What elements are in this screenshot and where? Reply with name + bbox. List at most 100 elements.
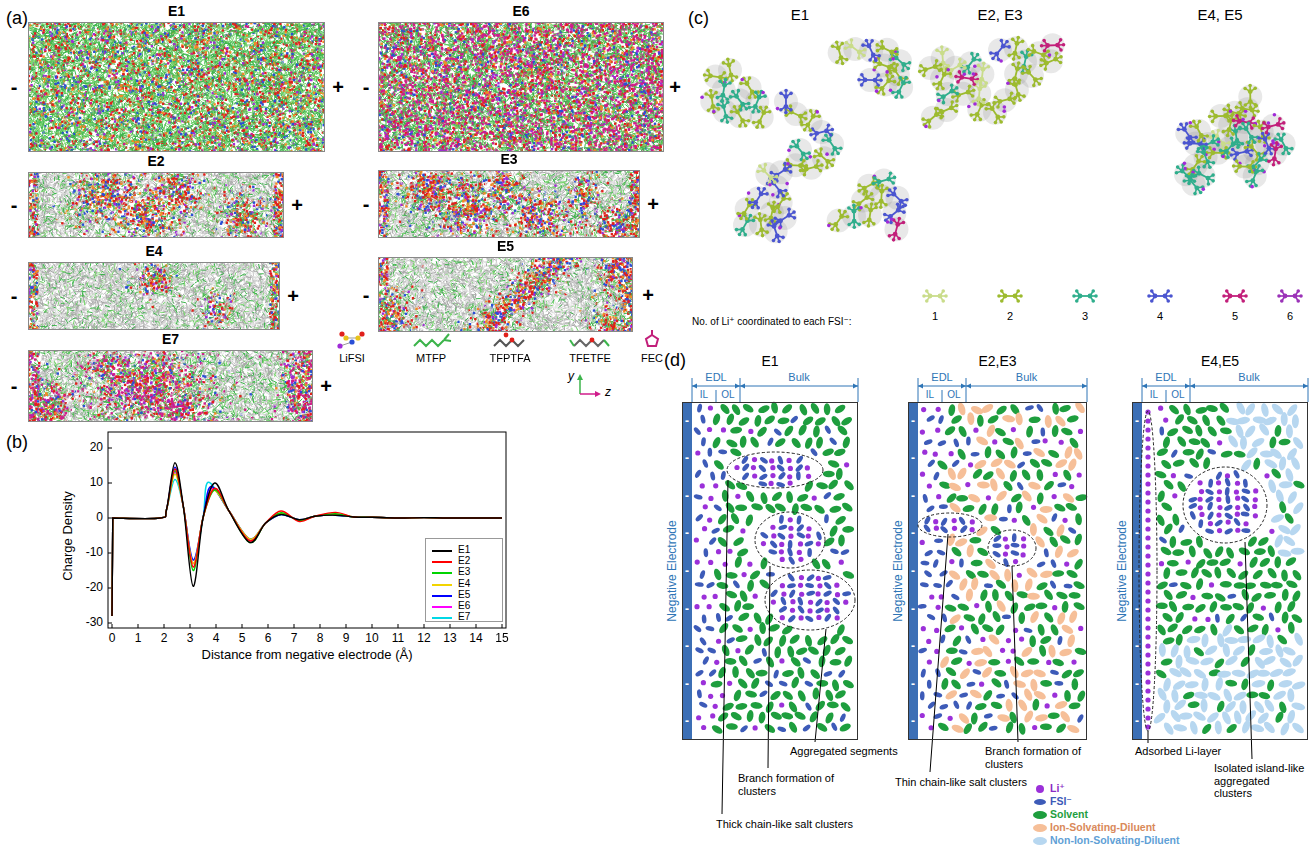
atom: [1007, 54, 1011, 58]
atom: [862, 186, 867, 191]
atom: [982, 101, 986, 105]
atom: [1267, 146, 1272, 151]
atom: [941, 87, 945, 91]
atom: [1230, 136, 1234, 140]
atom: [1251, 116, 1255, 120]
li-ion: [844, 462, 849, 467]
atom: [1012, 101, 1016, 105]
green-particle: [780, 402, 793, 415]
atom: [1235, 114, 1239, 118]
atom: [768, 175, 773, 180]
green-particle: [812, 425, 820, 438]
atom: [758, 212, 762, 216]
atom: [763, 214, 767, 218]
green-particle: [773, 436, 787, 448]
atom: [841, 42, 845, 46]
atom: [722, 61, 726, 65]
atom: [868, 58, 872, 62]
li-ion: [935, 75, 939, 79]
green-particle: [750, 502, 763, 512]
green-particle: [829, 505, 842, 514]
atom: [1250, 126, 1254, 130]
li-ion: [924, 125, 928, 129]
atom: [1014, 96, 1018, 100]
atom: [787, 213, 792, 218]
atom: [753, 104, 758, 109]
atom: [940, 51, 945, 56]
atom: [893, 68, 898, 73]
atom: [935, 87, 939, 91]
atom: [1020, 51, 1024, 55]
atom: [1199, 133, 1204, 138]
green-particle: [777, 417, 790, 425]
atom: [1293, 294, 1298, 299]
atom: [1000, 39, 1004, 43]
atom: [778, 210, 782, 214]
green-particle: [712, 413, 722, 426]
atom: [831, 44, 835, 48]
green-particle: [744, 514, 754, 527]
atom: [1255, 158, 1259, 162]
atom: [852, 209, 857, 214]
atom: [972, 88, 976, 92]
atom: [970, 52, 974, 56]
atom: [778, 218, 783, 223]
tick-mark: [108, 483, 112, 484]
halo: [1238, 85, 1262, 109]
atom: [740, 227, 745, 232]
atom: [994, 95, 998, 99]
atom: [888, 188, 892, 192]
atom: [1277, 161, 1281, 165]
atom: [799, 169, 803, 173]
li-ion: [735, 494, 740, 499]
green-particle: [828, 524, 839, 538]
green-particle: [796, 492, 810, 503]
atom: [1217, 129, 1221, 133]
atom: [925, 289, 929, 293]
fsi-particle: [718, 449, 728, 455]
atom: [895, 63, 899, 67]
atom: [736, 212, 740, 216]
tick-mark: [108, 588, 112, 589]
atom: [718, 80, 722, 84]
li-ion: [1006, 81, 1010, 85]
atom: [757, 110, 761, 114]
atom: [1192, 120, 1196, 124]
atom: [926, 119, 931, 124]
atom: [879, 78, 883, 82]
atom: [1185, 146, 1189, 150]
atom: [717, 107, 721, 111]
green-particle: [719, 402, 732, 415]
atom: [716, 96, 720, 100]
plot-frame: [108, 432, 506, 628]
atom: [925, 299, 929, 303]
tick-mark: [372, 624, 373, 628]
li-ion: [973, 102, 977, 106]
atom: [831, 164, 835, 168]
bond: [604, 340, 609, 346]
atom: [1240, 106, 1245, 111]
atom: [1263, 137, 1268, 142]
atom: [718, 75, 723, 80]
halo: [918, 56, 942, 80]
atom: [995, 115, 1000, 120]
li-ion: [946, 68, 950, 72]
atom: [896, 202, 900, 206]
atom: [825, 166, 829, 170]
atom: [1232, 119, 1236, 123]
atom: [877, 73, 881, 77]
atom: [770, 219, 774, 223]
atom: [991, 57, 995, 61]
green-particle: [735, 504, 747, 511]
atom: [1261, 127, 1265, 131]
atom: [1194, 185, 1199, 190]
atom: [891, 192, 896, 197]
atom: [992, 101, 996, 105]
green-particle: [797, 423, 809, 437]
atom: [1244, 103, 1248, 107]
atom: [839, 55, 844, 60]
atom: [1192, 141, 1196, 145]
atom: [743, 233, 747, 237]
atom: [757, 119, 762, 124]
fsi-particle: [701, 458, 709, 468]
